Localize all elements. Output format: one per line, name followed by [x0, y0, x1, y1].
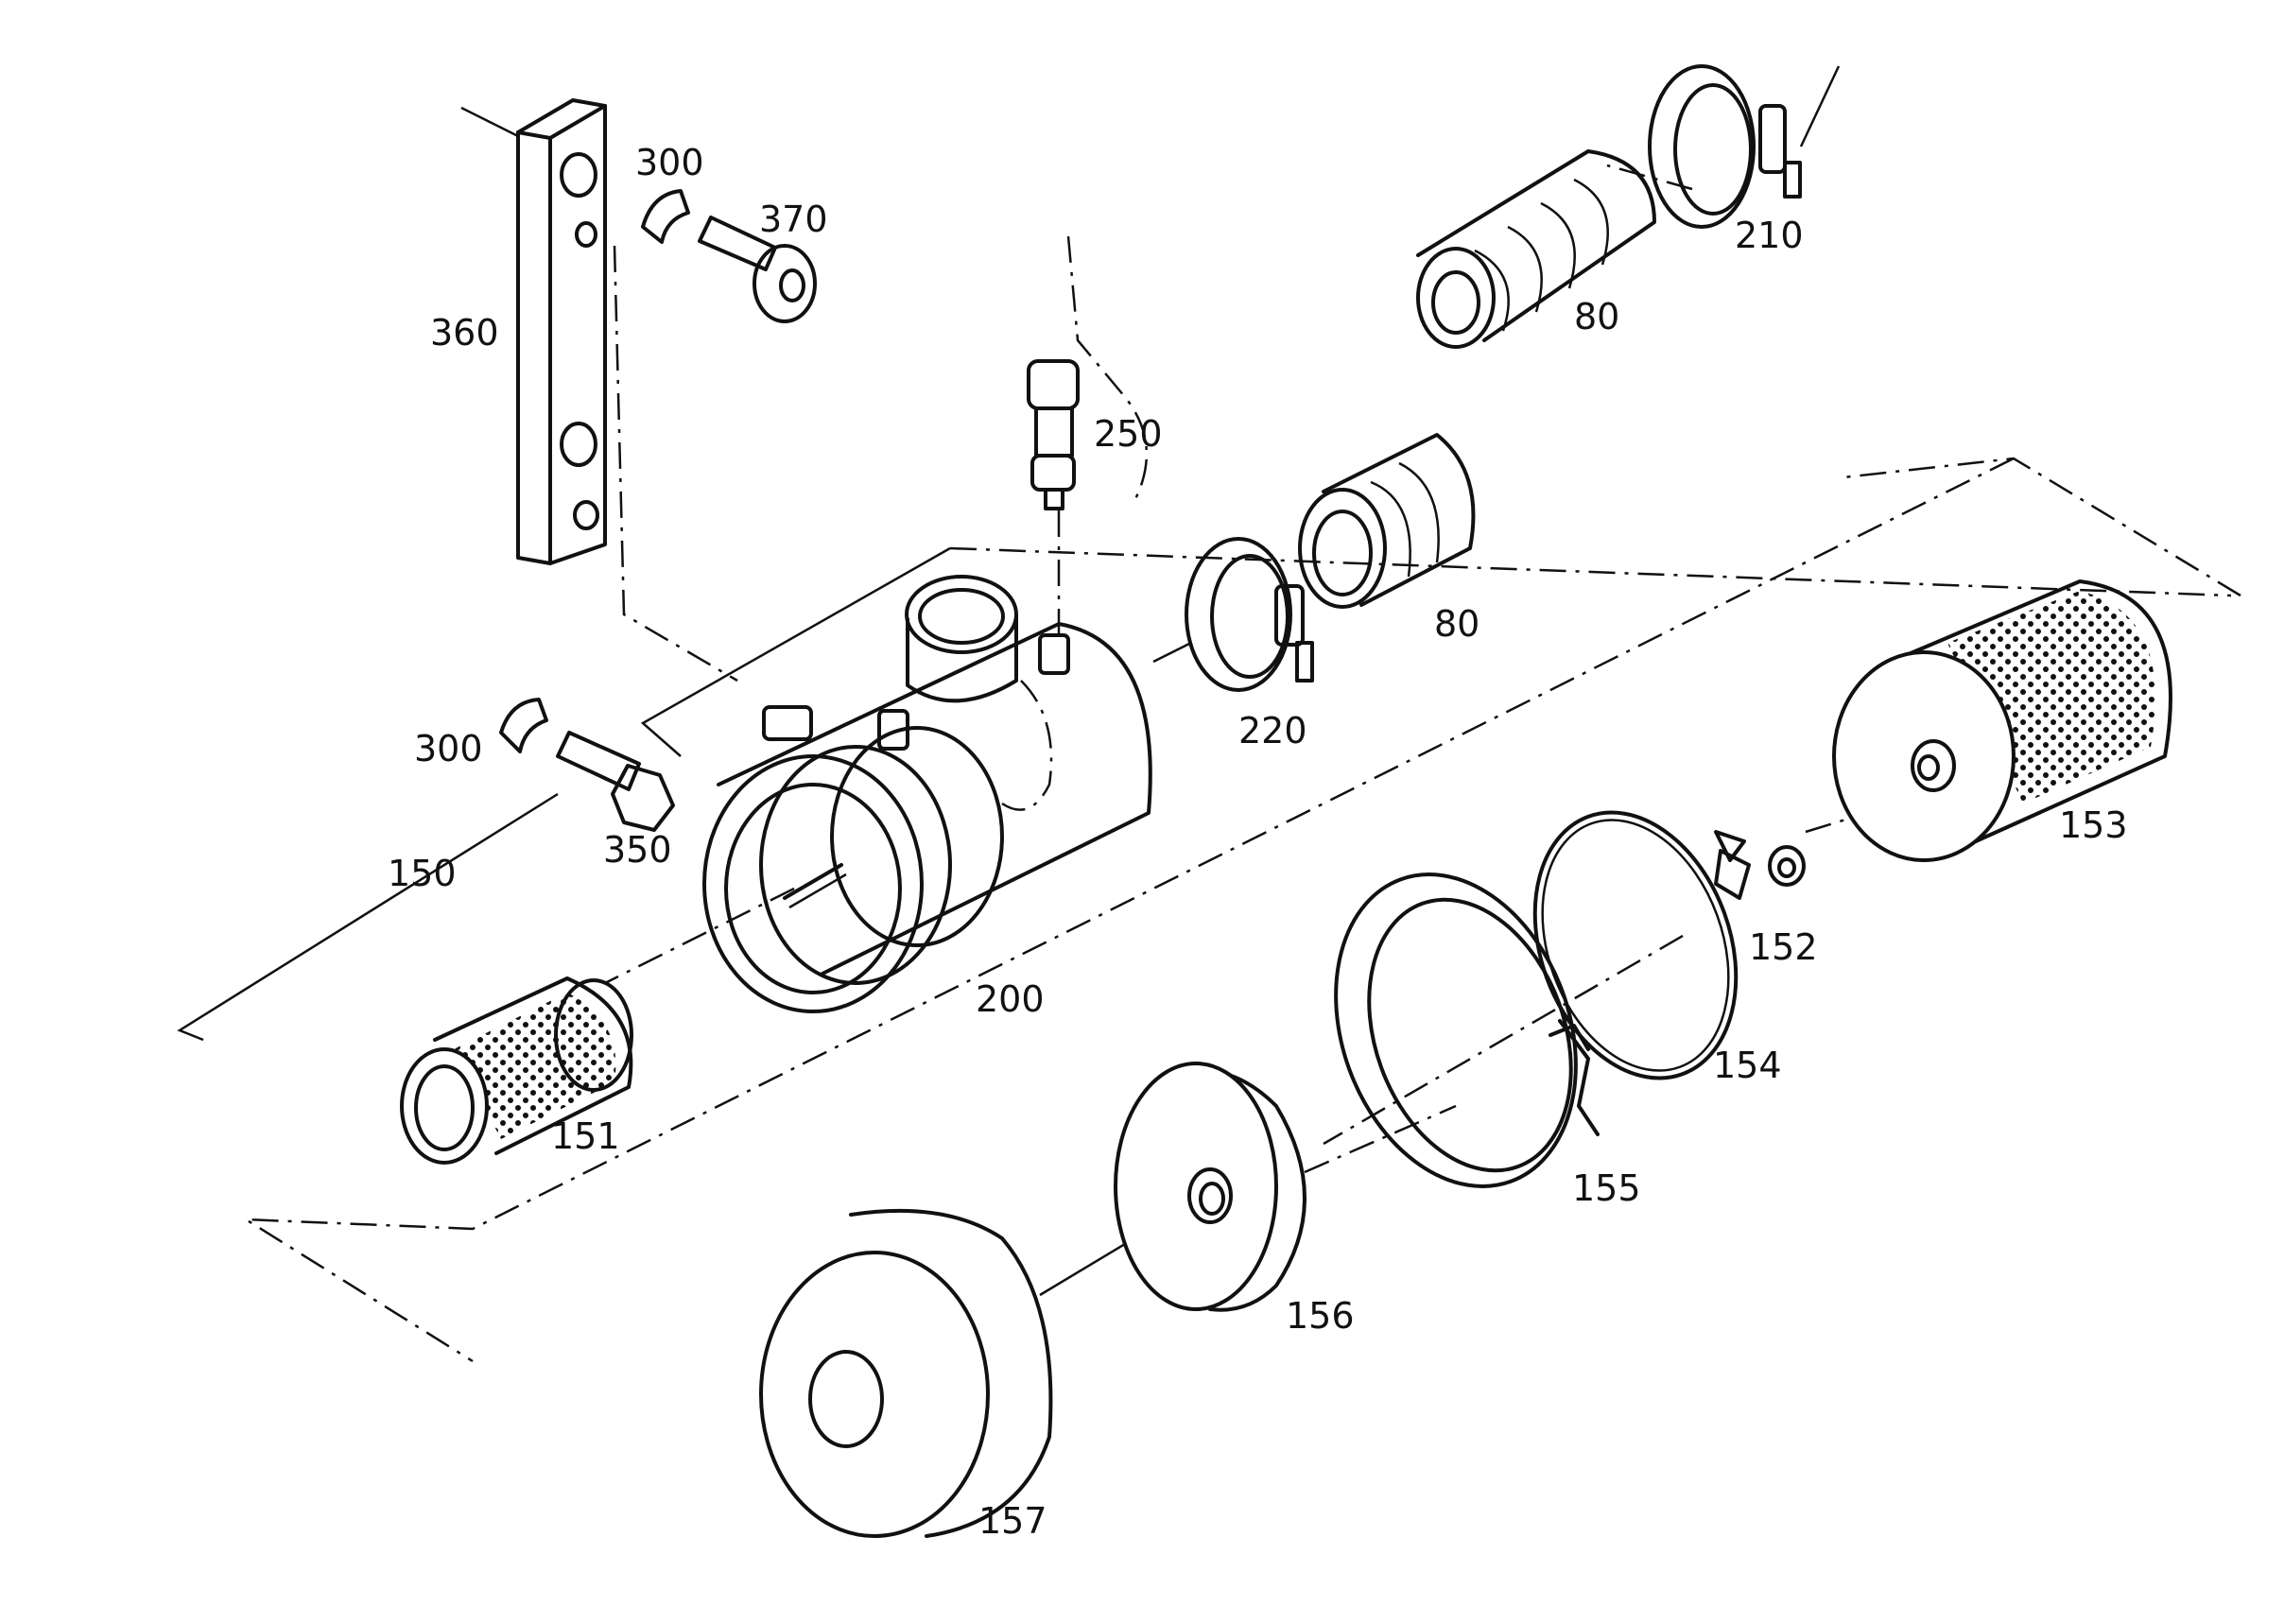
callout-250: 250 — [1094, 413, 1163, 455]
callout-157: 157 — [978, 1500, 1047, 1542]
callout-152: 152 — [1749, 926, 1818, 968]
callout-80-upper: 80 — [1574, 296, 1619, 337]
callout-200: 200 — [976, 978, 1045, 1020]
hose-clamp-210 — [1648, 64, 1802, 229]
callout-155: 155 — [1572, 1167, 1641, 1209]
callout-300-lower: 300 — [414, 728, 483, 769]
corrugated-hose-80-upper — [1416, 149, 1656, 349]
callout-210: 210 — [1735, 215, 1804, 256]
corrugated-hose-80-lower — [1298, 433, 1476, 609]
clip-300-lower — [499, 698, 548, 753]
bracket-bar-360 — [516, 98, 607, 565]
hex-bolt-350 — [556, 731, 675, 832]
safety-filter-151 — [400, 976, 633, 1165]
cover-disc-156 — [1114, 1062, 1306, 1312]
callout-220: 220 — [1238, 710, 1307, 752]
callout-150: 150 — [388, 853, 457, 894]
wing-nut-152 — [1714, 830, 1806, 900]
callout-labels: 300 370 360 250 80 210 80 220 300 350 15… — [388, 142, 2128, 1542]
callout-370: 370 — [759, 199, 828, 240]
end-cap-157 — [759, 1208, 1053, 1538]
callout-154: 154 — [1713, 1045, 1782, 1086]
callout-350: 350 — [603, 829, 672, 871]
callout-153: 153 — [2059, 804, 2128, 846]
filter-housing-200 — [702, 575, 1152, 1013]
callout-151: 151 — [551, 1115, 620, 1157]
callout-300-top: 300 — [635, 142, 704, 183]
hose-clamp-220 — [1185, 537, 1314, 692]
callout-360: 360 — [430, 312, 499, 354]
cap-screw-370 — [698, 216, 817, 323]
pressure-switch-250 — [1027, 359, 1080, 510]
band-clamp-155 — [1334, 872, 1600, 1188]
callout-80-lower: 80 — [1434, 603, 1479, 645]
clip-300-top — [641, 189, 690, 244]
main-filter-153 — [1832, 579, 2172, 862]
callout-156: 156 — [1286, 1295, 1355, 1337]
